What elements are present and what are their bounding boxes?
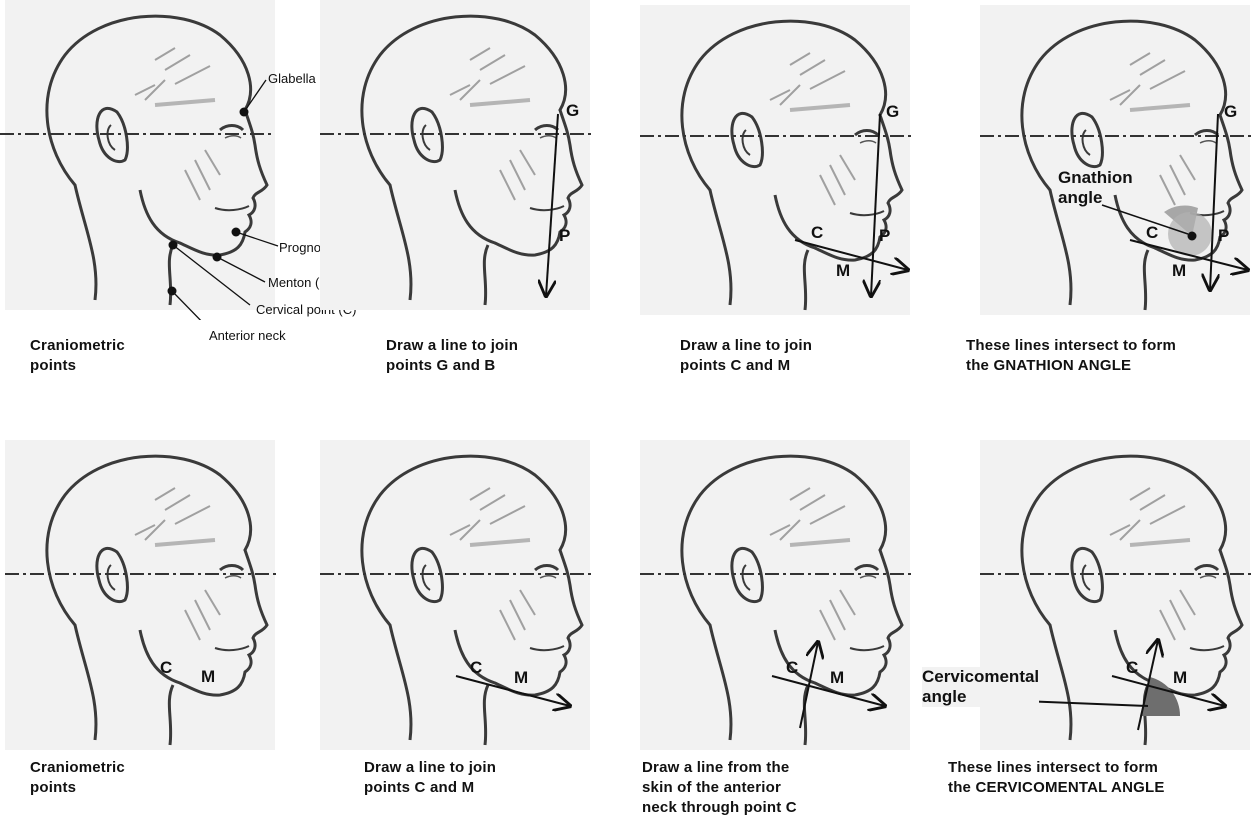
bottom-panel-1: C M (5, 440, 285, 752)
caption-bottom-1: Craniometric points (30, 758, 125, 798)
head-sketch (320, 0, 630, 320)
m-label: M (1173, 668, 1187, 688)
gnathion-angle-label: Gnathion angle (1058, 168, 1133, 208)
m-label: M (1172, 261, 1186, 281)
anterior-neck-label: Anterior neck (209, 328, 286, 343)
bottom-panel-3: C M (640, 440, 940, 752)
head-sketch (5, 440, 285, 752)
caption-top-4: These lines intersect to form the GNATHI… (966, 336, 1176, 376)
p-label: P (559, 226, 570, 246)
c-label: C (160, 658, 172, 678)
caption-bottom-2: Draw a line to join points C and M (364, 758, 496, 798)
top-panel-2: G P (320, 0, 630, 320)
head-sketch (640, 440, 940, 752)
head-sketch (640, 0, 940, 320)
caption-bottom-4: These lines intersect to form the CERVIC… (948, 758, 1165, 798)
top-panel-1: Glabella (G) Prognothion (P) Menton (M) … (0, 0, 300, 320)
caption-top-3: Draw a line to join points C and M (680, 336, 812, 376)
m-label: M (830, 668, 844, 688)
top-panel-3: G C P M (640, 0, 940, 320)
c-label: C (811, 223, 823, 243)
m-label: M (514, 668, 528, 688)
head-sketch (980, 0, 1251, 320)
g-label: G (566, 101, 579, 121)
head-sketch (320, 440, 620, 752)
caption-bottom-3: Draw a line from the skin of the anterio… (642, 758, 797, 818)
caption-top-2: Draw a line to join points G and B (386, 336, 518, 376)
caption-top-1: Craniometric points (30, 336, 125, 376)
p-label: P (879, 226, 890, 246)
cervicomental-angle-label: Cervicomental angle (922, 667, 1039, 707)
bottom-panel-2: C M (320, 440, 620, 752)
top-panel-4: G Gnathion angle C P M (980, 0, 1251, 320)
head-sketch (0, 0, 300, 320)
p-label: P (1218, 226, 1229, 246)
c-label: C (1146, 223, 1158, 243)
c-label: C (1126, 658, 1138, 678)
g-label: G (1224, 102, 1237, 122)
m-label: M (836, 261, 850, 281)
m-label: M (201, 667, 215, 687)
c-label: C (786, 658, 798, 678)
g-label: G (886, 102, 899, 122)
c-label: C (470, 658, 482, 678)
